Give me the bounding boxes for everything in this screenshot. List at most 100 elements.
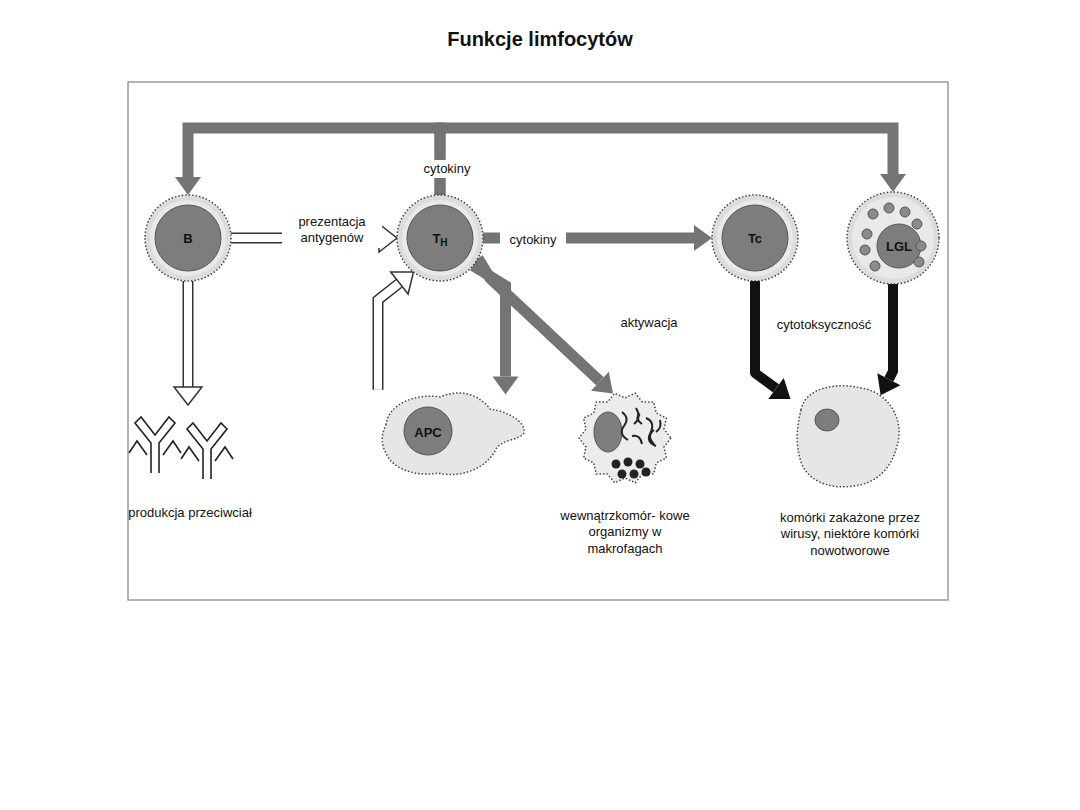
cell-label: Tc — [710, 193, 800, 283]
infected-cell: komórki zakażone przez wirusy, niektóre … — [765, 380, 935, 570]
antibody-group-shape — [125, 405, 255, 545]
diagram-title: Funkcje limfocytów — [0, 28, 1080, 51]
edge-label: cytotoksyczność — [768, 316, 880, 334]
arrow-shaft-outline — [378, 283, 399, 390]
connector-arrow — [755, 281, 791, 399]
vesicle — [630, 470, 639, 479]
b-cell: B — [143, 193, 233, 283]
granule — [870, 261, 880, 271]
arrow-head — [694, 225, 712, 251]
vesicle — [624, 458, 633, 467]
arrow-head — [174, 387, 202, 405]
apc-cell: APC — [378, 385, 528, 480]
antibody-chain — [129, 441, 181, 455]
connector-arrow — [175, 128, 440, 195]
arrow-head — [768, 378, 790, 399]
granule — [860, 245, 870, 255]
arrow-shaft-outline — [183, 281, 194, 387]
cell-membrane — [145, 195, 231, 281]
vesicle — [642, 468, 651, 477]
lgl-cell: LGL — [845, 190, 941, 286]
antibody-symbol — [187, 423, 227, 479]
granule — [900, 207, 910, 217]
intracellular-organism — [637, 414, 642, 424]
connector-arrow — [378, 272, 414, 390]
arrow-head — [391, 272, 414, 294]
arrow-head — [493, 377, 519, 395]
intracellular-organism — [622, 412, 628, 440]
granule — [862, 229, 872, 239]
th-cell: TH — [395, 193, 485, 283]
arrow-head — [877, 373, 900, 395]
intracellular-organism — [650, 430, 654, 444]
arrow-shaft — [440, 128, 893, 195]
arrow-shaft — [755, 281, 776, 388]
connector-arrow — [483, 225, 712, 251]
intracellular-organism — [646, 418, 656, 446]
connector-arrow — [478, 258, 613, 393]
cell-nucleus — [407, 205, 473, 271]
node-caption: produkcja przeciwciał — [125, 505, 255, 521]
arrow-head — [880, 174, 906, 192]
cell-membrane — [712, 195, 798, 281]
cytoplasm — [852, 197, 934, 279]
infected-cell-outline — [797, 386, 899, 487]
cell-nucleus — [155, 205, 221, 271]
node-caption: wewnątrzkomór- kowe organizmy w makrofag… — [560, 508, 690, 557]
granule — [884, 203, 894, 213]
vesicle — [636, 460, 645, 469]
cell-nucleus — [722, 205, 788, 271]
cell-membrane — [847, 192, 939, 284]
arrow-shaft — [478, 258, 600, 381]
cytoplasm — [717, 200, 793, 276]
arrow-head — [591, 372, 613, 394]
cytokine-label: cytokiny — [415, 160, 479, 178]
arrow-head — [175, 177, 201, 195]
tc-cell: Tc — [710, 193, 800, 283]
cytoplasm — [402, 200, 478, 276]
granule — [916, 241, 926, 251]
cell-subscript: H — [440, 237, 447, 248]
cell-label: LGL — [845, 190, 941, 286]
vesicle — [612, 460, 621, 469]
cell-name: B — [183, 231, 192, 246]
edge-label: aktywacja — [612, 314, 686, 332]
cell-label: APC — [378, 385, 478, 480]
apc-outline — [382, 393, 524, 475]
antibody-chain — [181, 447, 233, 461]
edge-label: cytokiny — [500, 231, 566, 249]
cytoplasm — [150, 200, 226, 276]
arrow-shaft — [889, 284, 893, 379]
cell-nucleus — [594, 412, 622, 452]
antibody-symbol — [135, 417, 175, 473]
granule — [912, 219, 922, 229]
cell-name: APC — [414, 425, 441, 440]
diagram-frame — [128, 82, 948, 600]
intracellular-organism — [632, 436, 642, 444]
cell-nucleus — [815, 409, 839, 431]
vesicle — [618, 470, 627, 479]
lgl-cell-shape — [845, 190, 941, 286]
apc-cell-shape — [378, 385, 528, 480]
antibody-group: produkcja przeciwciał — [125, 405, 255, 545]
granule — [914, 257, 924, 267]
arrow-shaft — [184, 281, 192, 387]
infected-cell-shape — [765, 380, 935, 570]
granule — [868, 209, 878, 219]
connector-arrow — [174, 281, 202, 405]
node-caption: komórki zakażone przez wirusy, niektóre … — [765, 510, 935, 559]
macrophage-outline — [579, 393, 671, 483]
cell-label: B — [143, 193, 233, 283]
cell-name: LGL — [886, 239, 912, 254]
intracellular-organism — [656, 420, 661, 432]
cell-name: T — [432, 231, 440, 246]
macrophage: wewnątrzkomór- kowe organizmy w makrofag… — [550, 390, 700, 570]
arrow-shaft — [378, 283, 399, 390]
connector-arrow — [440, 128, 906, 195]
cell-name: Tc — [748, 231, 762, 246]
presentation-label: prezentacja antygenów — [282, 213, 382, 248]
cell-label: TH — [395, 193, 485, 283]
cell-nucleus — [404, 407, 452, 455]
